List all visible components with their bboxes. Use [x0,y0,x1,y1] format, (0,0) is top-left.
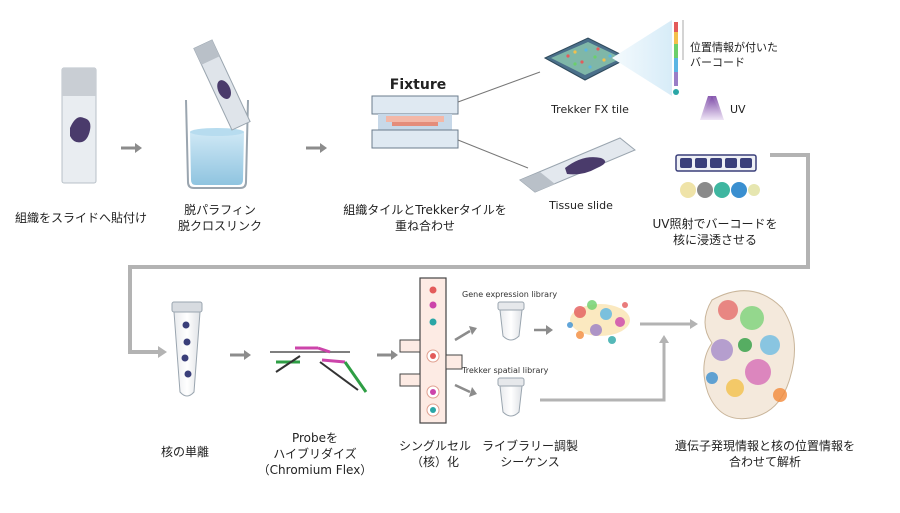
step3-label-line2: 重ね合わせ [394,219,455,233]
step8-label-line1: ライブラリー調製 [481,439,578,453]
step1-label: 組織をスライドへ貼付け [14,211,147,225]
step4-label-line2: 核に浸透させる [672,233,757,247]
spatial-embryo-map-icon [703,290,795,420]
fixture-label: Fixture [389,77,447,93]
tissue-slide-icon [519,137,636,193]
barcode-callout [612,20,672,96]
step9-label-line2: 合わせて解析 [728,455,801,469]
uv-label: UV [730,103,746,116]
step2-label-line2: 脱クロスリンク [177,219,262,233]
barcode-callout-line1: 位置情報が付いた [690,41,778,54]
nuclei-barcode-icon [675,154,760,198]
step5-label: 核の単離 [160,445,209,459]
step7-label-line2: （核）化 [410,455,459,469]
fixture-icon [371,71,541,169]
step6-label-line1: Probeを [291,431,339,445]
gene-library-label: Gene expression library [462,290,558,299]
step7-label-line1: シングルセル [398,439,471,453]
probe-hybridization-icon [270,346,368,393]
gene-library-tube-icon [497,301,525,341]
step9-label-line1: 遺伝子発現情報と核の位置情報を [674,439,855,453]
step6-label-line2: ハイブリダイズ [273,447,357,461]
trekker-tile-label: Trekker FX tile [551,103,629,116]
spatial-library-tube-icon [497,377,525,417]
barcode-strand-icon [673,22,679,95]
microfluidic-chip-icon [399,277,463,424]
umap-plot-icon [567,300,630,344]
spatial-library-label: Trekker spatial library [462,366,549,375]
barcode-callout-line2: バーコード [690,56,745,69]
step6-label-line3: （Chromium Flex） [257,463,373,477]
step8-label-line2: シーケンス [500,455,560,469]
glass-slide-icon [61,67,97,184]
tube-icon [171,301,203,397]
step3-label-line1: 組織タイルとTrekkerタイルを [343,203,507,217]
beaker-icon [185,39,251,189]
tissue-slide-label: Tissue slide [549,199,613,212]
connector-line [128,153,810,354]
step4-label-line1: UV照射でバーコードを [652,217,778,231]
step2-label-line1: 脱パラフィン [184,203,256,217]
